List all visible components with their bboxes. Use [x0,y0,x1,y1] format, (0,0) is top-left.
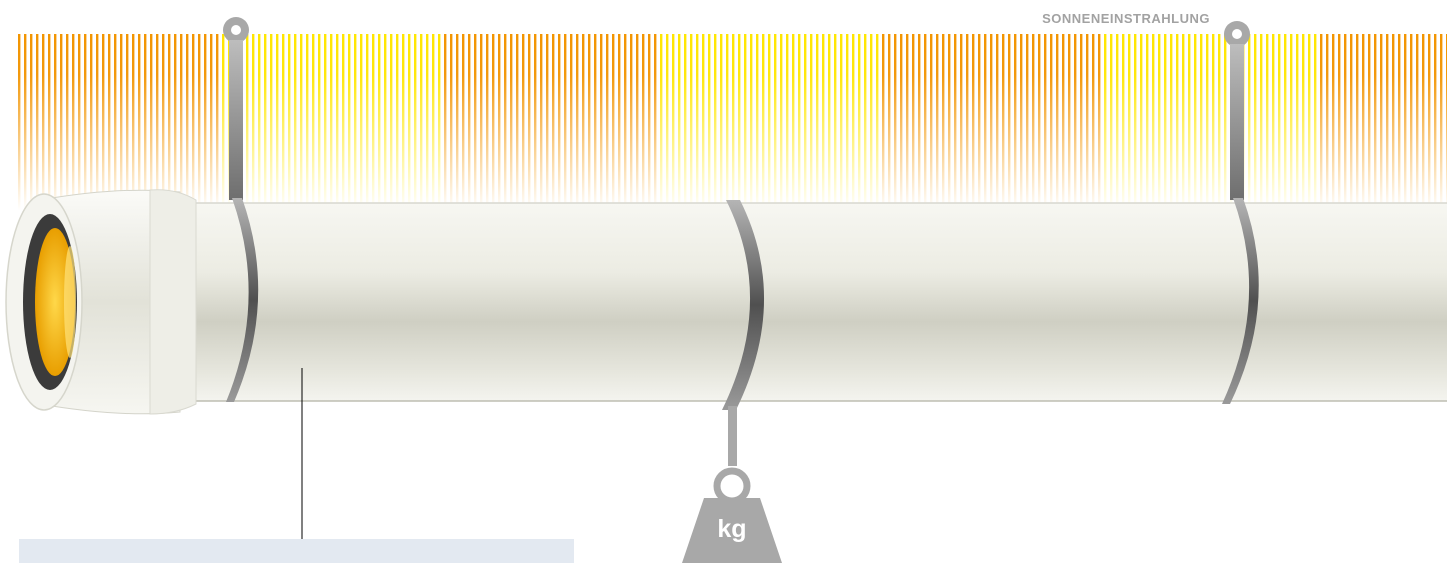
pipe-hanger-icon [1224,21,1250,200]
pipe-hanger-icon [223,17,249,200]
pipe-clamp-icon [722,200,765,410]
socket-step [149,189,197,415]
weight-icon [682,406,782,563]
seal-ring [35,228,75,376]
seal-highlight [64,246,76,358]
sun-fade-overlay [0,30,1447,210]
pipe-body [170,203,1447,401]
sun-exposure-label: SONNENEINSTRAHLUNG [1042,11,1210,26]
pipe-clamp-icon [1222,198,1259,404]
callout-box [19,539,574,563]
pipe [5,189,1447,415]
pipe-clamp-icon [226,198,259,402]
weight-unit-label: kg [717,515,747,543]
